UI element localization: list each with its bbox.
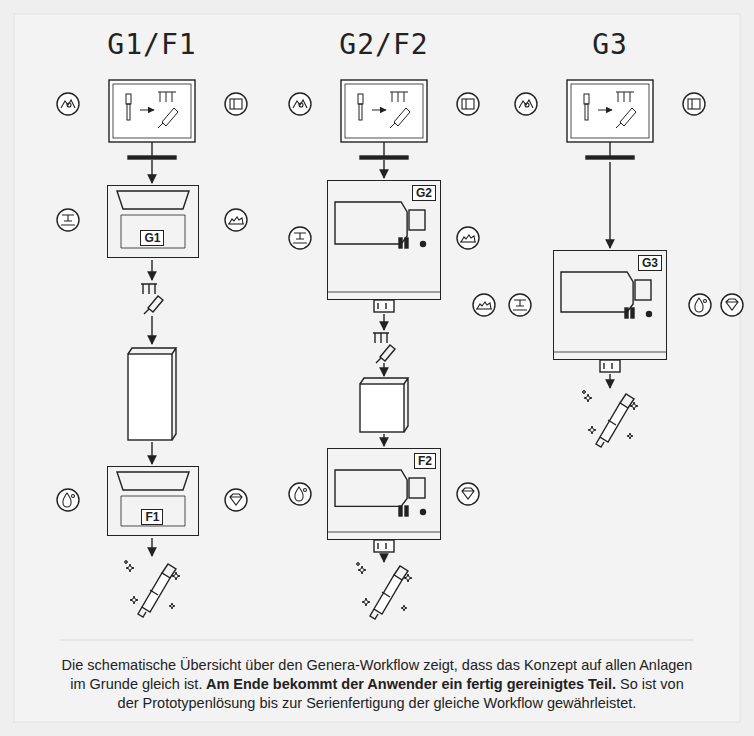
- icon-gem: [225, 489, 247, 511]
- container: [360, 378, 408, 432]
- column-heading: G3: [592, 28, 628, 61]
- panel: [14, 14, 740, 722]
- icon-press: [289, 227, 311, 249]
- icon-gem: [721, 294, 743, 316]
- machine-label: G3: [638, 255, 662, 271]
- icon-gem: [457, 483, 479, 505]
- machine-detail: [327, 202, 441, 312]
- flow-arrow: [383, 363, 384, 376]
- machine-box: F2: [327, 448, 441, 540]
- flow-arrow: [151, 316, 152, 344]
- monitor: [341, 80, 427, 159]
- icon-mountain: [515, 93, 537, 115]
- machine-box: G3: [553, 250, 667, 360]
- finished-part: [124, 560, 180, 617]
- icon-folder: [457, 93, 479, 115]
- machine-label: F1: [141, 509, 163, 525]
- machine-box: G2: [327, 180, 441, 300]
- caption: Die schematische Übersicht über den Gene…: [60, 656, 694, 713]
- flow-arrow: [609, 374, 610, 388]
- machine-label: G1: [140, 230, 164, 246]
- icon-mountain: [57, 93, 79, 115]
- finished-part: [356, 562, 412, 619]
- machine-detail: [553, 272, 667, 372]
- flow-arrow: [383, 160, 384, 178]
- machine-label: G2: [412, 185, 436, 201]
- part: [373, 333, 395, 363]
- monitor: [567, 80, 653, 159]
- machine-detail: [117, 472, 189, 526]
- icon-wave: [473, 294, 495, 316]
- flow-arrow: [151, 538, 152, 556]
- flow-arrow: [151, 160, 152, 183]
- column-heading: G1/F1: [107, 28, 196, 61]
- container: [128, 348, 176, 440]
- icon-folder: [225, 93, 247, 115]
- flow-arrow: [383, 434, 384, 446]
- icon-mountain: [289, 93, 311, 115]
- icon-drop: [689, 294, 711, 316]
- icon-wave: [225, 209, 247, 231]
- flow-arrow: [383, 554, 384, 562]
- divider: [60, 640, 694, 641]
- icon-drop: [57, 489, 79, 511]
- icon-drop: [289, 483, 311, 505]
- column-heading: G2/F2: [339, 28, 428, 61]
- machine-detail: [117, 191, 189, 248]
- machine-label: F2: [414, 453, 436, 469]
- part: [141, 284, 163, 314]
- machine-box: G1: [107, 185, 199, 258]
- flow-arrow: [609, 162, 610, 248]
- machine-box: F1: [107, 466, 199, 536]
- icon-press: [509, 294, 531, 316]
- flow-arrow: [383, 314, 384, 330]
- icon-folder: [683, 93, 705, 115]
- icon-press: [57, 209, 79, 231]
- flow-arrow: [151, 260, 152, 280]
- monitor: [109, 80, 195, 159]
- finished-part: [582, 390, 638, 447]
- icon-wave: [457, 227, 479, 249]
- flow-arrow: [151, 442, 152, 464]
